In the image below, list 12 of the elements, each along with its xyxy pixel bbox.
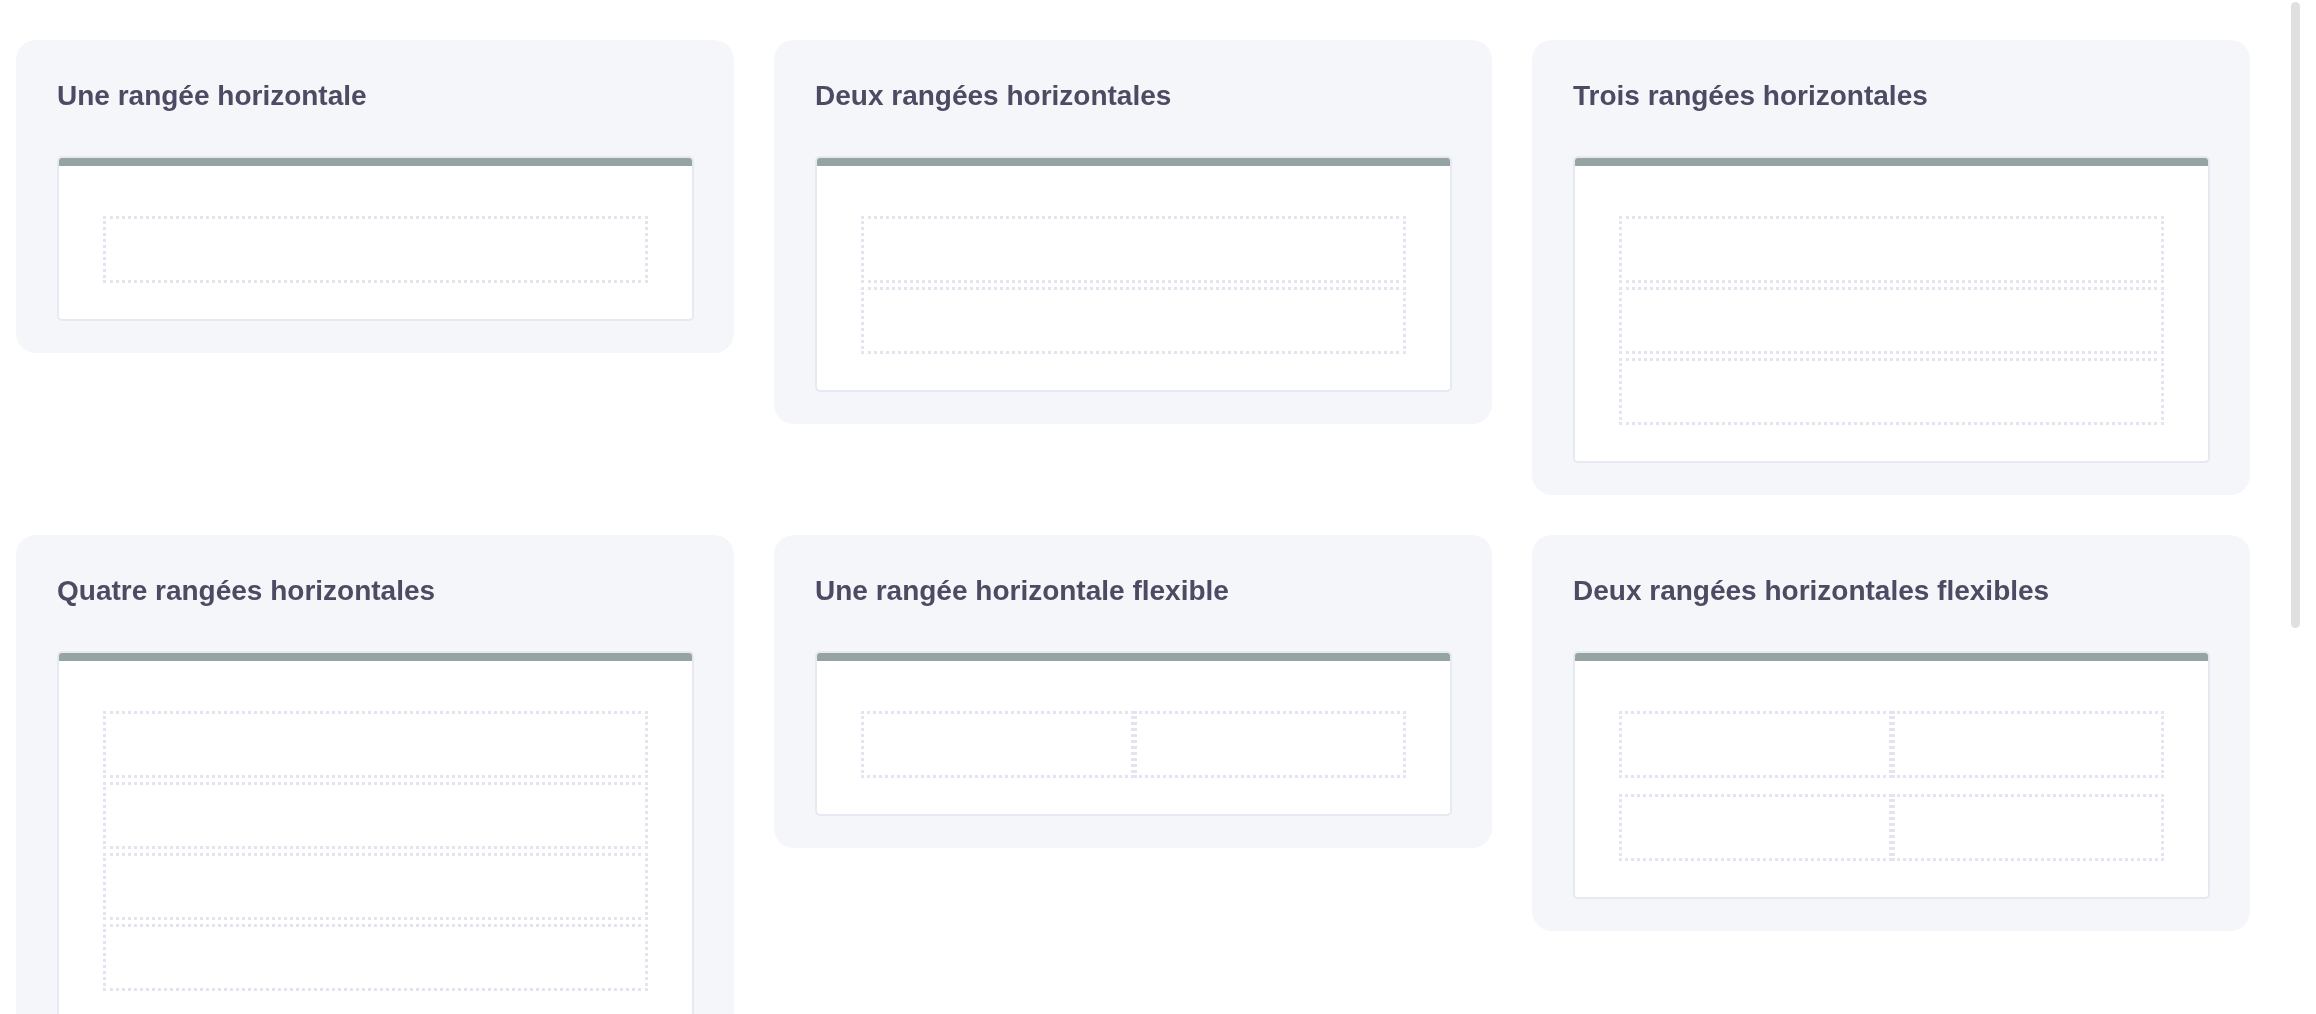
layout-card: [1532, 535, 2250, 931]
layout-card: [774, 535, 1492, 848]
layout-card: [1532, 40, 2250, 495]
card-title: Trois rangées horizontales: [1573, 79, 1928, 113]
card-title: Deux rangées horizontales: [815, 79, 1172, 113]
card-title: Quatre rangées horizontales: [57, 574, 436, 608]
card-title: Deux rangées horizontales flexibles: [1573, 574, 2050, 608]
card-title: Une rangée horizontale flexible: [815, 574, 1229, 608]
card-title: Une rangée horizontale: [57, 79, 367, 113]
layout-card: [774, 40, 1492, 424]
layout-card: [16, 40, 734, 353]
layout-card: [16, 535, 734, 1014]
